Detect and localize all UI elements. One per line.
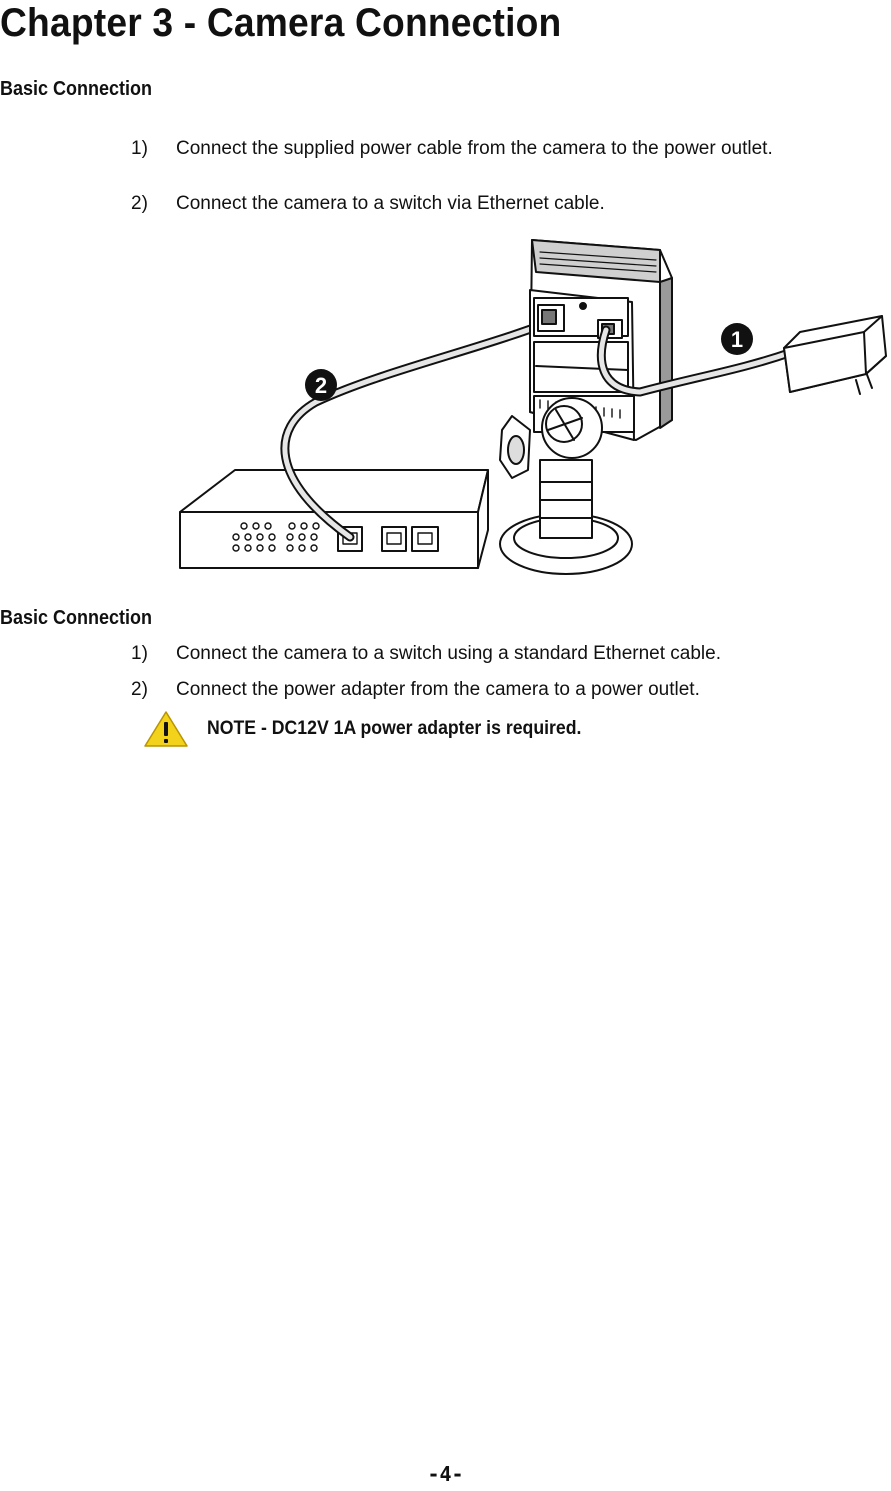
step-text: Connect the power adapter from the camer… — [176, 679, 700, 700]
chapter-title: Chapter 3 - Camera Connection — [0, 1, 562, 45]
connection-diagram: 1 2 — [179, 239, 887, 575]
callout-1-badge: 1 — [721, 323, 753, 355]
step-number: 1) — [131, 643, 148, 664]
note-callout: NOTE - DC12V 1A power adapter is require… — [143, 708, 610, 750]
step-number: 2) — [131, 193, 148, 214]
step-item: 2) Connect the power adapter from the cam… — [131, 678, 700, 702]
power-adapter — [783, 315, 887, 395]
step-text: Connect the camera to a switch via Ether… — [176, 193, 605, 214]
step-number: 2) — [131, 679, 148, 700]
step-item: 1) Connect the supplied power cable from … — [131, 137, 773, 161]
section-heading-basic-connection: Basic Connection — [0, 78, 153, 100]
section-heading-basic-connection: Basic Connection — [0, 607, 153, 629]
page-number: -4- — [427, 1462, 464, 1486]
step-item: 2) Connect the camera to a switch via Eth… — [131, 192, 605, 216]
ethernet-switch — [179, 469, 489, 569]
step-text: Connect the camera to a switch using a s… — [176, 643, 721, 664]
callout-2-badge: 2 — [305, 369, 337, 401]
warning-icon — [144, 711, 188, 747]
camera-stand — [499, 397, 633, 575]
step-item: 1) Connect the camera to a switch using a… — [131, 642, 721, 666]
callout-1-label: 1 — [731, 327, 743, 352]
callout-2-label: 2 — [315, 373, 327, 398]
step-text: Connect the supplied power cable from th… — [176, 138, 773, 159]
note-text: NOTE - DC12V 1A power adapter is require… — [207, 718, 582, 739]
step-number: 1) — [131, 138, 148, 159]
